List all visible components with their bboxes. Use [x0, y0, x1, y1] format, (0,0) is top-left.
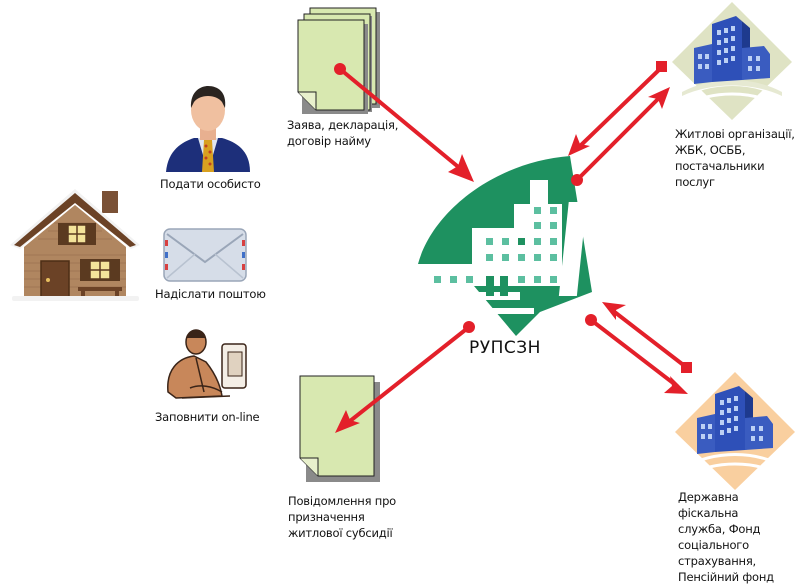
- businessman-icon: [162, 80, 254, 172]
- label-line: ЖБК, ОСББ,: [675, 143, 746, 157]
- label-line: Заява, декларація,: [287, 118, 399, 132]
- arrow-partner1-to-center: [568, 61, 667, 156]
- label-line: Пенсійний фонд: [678, 570, 774, 584]
- label-line: призначення: [288, 510, 365, 524]
- arrow-center-to-notice: [335, 321, 475, 433]
- arrow-partner2-to-center: [602, 302, 692, 373]
- label-line: страхування,: [678, 554, 757, 568]
- label-line: житлової субсидії: [288, 526, 393, 540]
- label-line: Державна фіскальна: [678, 490, 739, 520]
- label-line: договір найму: [287, 134, 371, 148]
- submission-method-label: Подати особисто: [160, 177, 261, 191]
- label-line: постачальники послуг: [675, 159, 765, 189]
- envelope-icon: [163, 228, 247, 282]
- label-line: соціального: [678, 538, 749, 552]
- house-icon: [8, 183, 143, 301]
- arrow-documents-to-center: [334, 63, 474, 182]
- label-line: Житлові організації,: [675, 127, 795, 141]
- document-stack-icon: [296, 6, 386, 116]
- submission-method-label: Надіслати поштою: [155, 287, 266, 301]
- buildings-icon: [675, 372, 795, 490]
- label-line: Повідомлення про: [288, 494, 397, 508]
- flow-arrows: [334, 61, 692, 433]
- partner-label: Житлові організації, ЖБК, ОСББ, постачал…: [675, 126, 800, 190]
- computer-user-icon: [160, 322, 252, 404]
- buildings-icon: [672, 2, 792, 120]
- office-building-logo-icon: [414, 152, 610, 338]
- documents-in-label: Заява, декларація, договір найму: [287, 117, 398, 149]
- arrow-center-to-partner1: [571, 87, 670, 186]
- documents-out-label: Повідомлення про призначення житлової су…: [288, 493, 396, 541]
- center-label: РУПСЗН: [469, 338, 541, 358]
- arrow-center-to-partner2: [585, 314, 688, 394]
- submission-method-label: Заповнити on-line: [155, 410, 260, 424]
- label-line: служба, Фонд: [678, 522, 761, 536]
- document-icon: [298, 374, 384, 484]
